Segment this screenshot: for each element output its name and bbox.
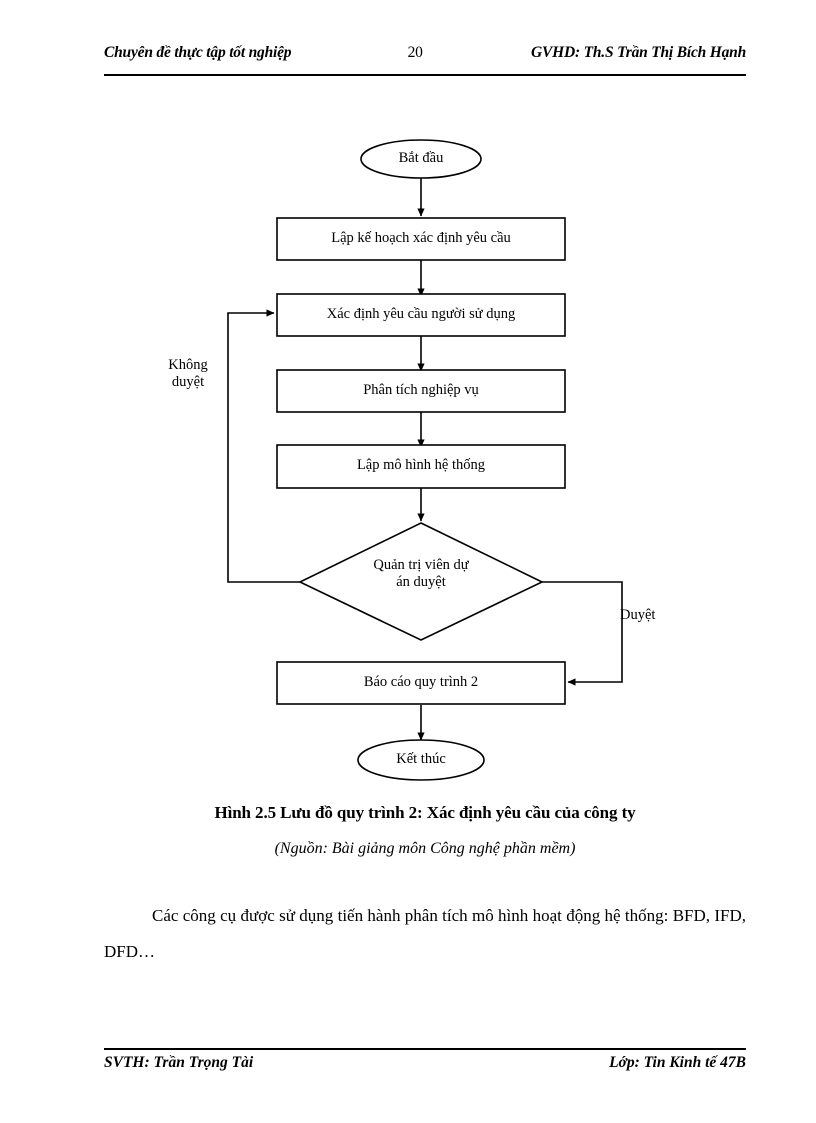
node-shape-step4 [276,444,566,489]
header-advisor-right: GVHD: Th.S Trần Thị Bích Hạnh [531,44,746,61]
node-label-decision: Quản trị viên dự án duyệt [373,557,469,590]
edge-label-approve: Duyệt [620,607,656,623]
node-label-step3: Phân tích nghiệp vụ [363,382,479,398]
node-label-step1: Lập kế hoạch xác định yêu cầu [331,230,511,246]
node-shape-start [360,139,482,179]
node-label-start: Bắt đầu [398,150,444,166]
node-label-step5: Báo cáo quy trình 2 [363,674,479,690]
body-paragraph: Các công cụ được sử dụng tiến hành phân … [104,906,746,961]
edge-label-reject: Không duyệt [168,357,208,390]
footer-student-left: SVTH: Trần Trọng Tài [104,1054,254,1071]
page-footer: SVTH: Trần Trọng Tài Lớp: Tin Kinh tế 47… [104,1048,746,1084]
footer-class-right: Lớp: Tin Kinh tế 47B [609,1054,746,1071]
node-shape-step3 [276,369,566,413]
figure-caption-title: Hình 2.5 Lưu đồ quy trình 2: Xác định yê… [214,803,636,822]
figure-caption-source: (Nguồn: Bài giảng môn Công nghệ phần mềm… [274,840,576,857]
header-title-left: Chuyên đề thực tập tốt nghiệp [104,44,292,61]
node-shape-step1 [276,217,566,261]
node-label-step4: Lập mô hình hệ thống [356,457,486,473]
node-shape-end [357,739,485,781]
node-label-end: Kết thúc [396,751,446,767]
edge-approve-path [542,581,623,686]
page-header: Chuyên đề thực tập tốt nghiệp 20 GVHD: T… [104,44,746,76]
node-shape-decision [298,522,544,641]
edge-reject-loop [227,309,300,583]
node-shape-step5 [276,661,566,705]
header-page-number: 20 [407,44,423,61]
node-label-step2: Xác định yêu cầu người sử dụng [326,306,516,322]
node-shape-step2 [276,293,566,337]
